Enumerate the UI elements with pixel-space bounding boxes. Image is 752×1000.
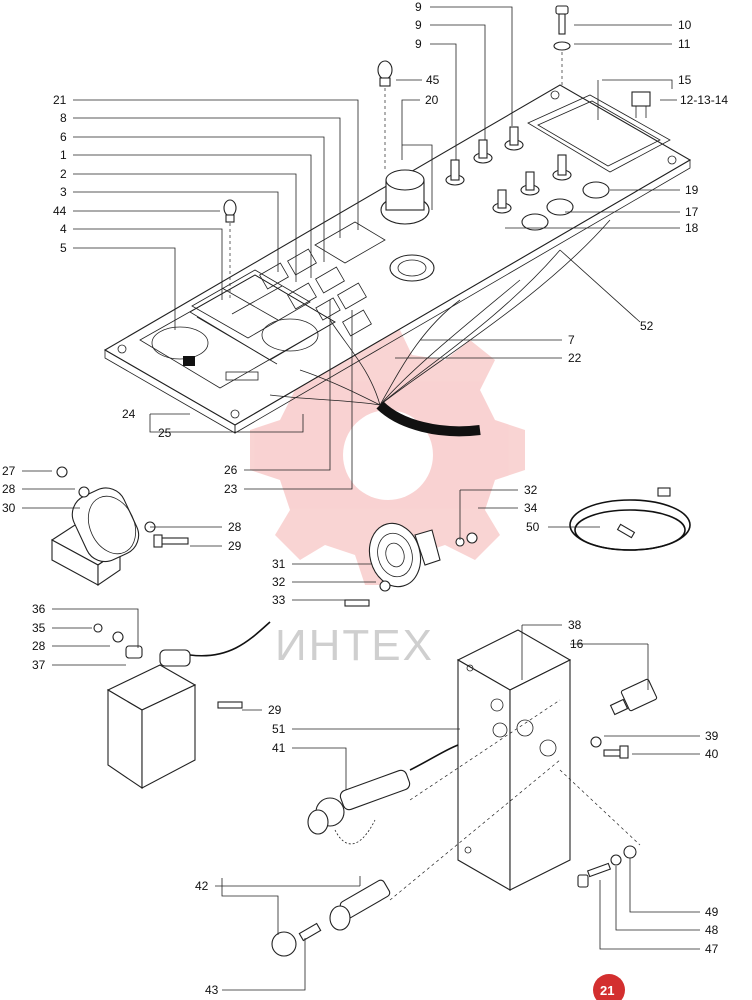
- callout-label: 37: [32, 658, 46, 672]
- toggle-switches: [445, 126, 572, 214]
- callout-label: 23: [224, 482, 238, 496]
- callout-labels: 9 9 9 10 11 45 15 12-13-14 21 8 6 1 2 3 …: [2, 0, 728, 997]
- plug-42: [271, 879, 391, 957]
- instrument-panel: [103, 84, 692, 437]
- page-number: 21: [600, 983, 614, 998]
- switch-16: [590, 678, 658, 759]
- callout-label: 32: [524, 483, 538, 497]
- callout-label: 4: [60, 222, 67, 236]
- cable-50: [569, 487, 691, 551]
- callout-label: 28: [32, 639, 46, 653]
- bulb-44: [223, 199, 237, 300]
- watermark-gear-logo: [250, 330, 525, 585]
- callout-label: 9: [415, 37, 422, 51]
- bulb-45: [377, 60, 393, 170]
- leader-lines: [22, 6, 700, 991]
- socket-41: [307, 744, 459, 845]
- callout-label: 6: [60, 130, 67, 144]
- bolt-47-set: [577, 845, 637, 888]
- callout-label: 9: [415, 0, 422, 14]
- control-module-37: [93, 621, 271, 790]
- callout-label: 45: [426, 73, 440, 87]
- callout-label: 34: [524, 501, 538, 515]
- callout-label: 20: [425, 93, 439, 107]
- buzzer-30: [50, 466, 189, 587]
- callout-label: 19: [685, 183, 699, 197]
- callout-label: 51: [272, 722, 286, 736]
- page-badge-circle: [593, 974, 625, 1000]
- wiring-harness: [269, 219, 611, 437]
- callout-label: 44: [53, 204, 67, 218]
- bracket-38: [389, 629, 641, 901]
- callout-label: 25: [158, 426, 172, 440]
- callout-label: 18: [685, 221, 699, 235]
- page-number-badge: 21: [593, 974, 625, 1000]
- callout-label: 42: [195, 879, 209, 893]
- callout-label: 21: [53, 93, 67, 107]
- callout-label: 50: [526, 520, 540, 534]
- callout-label: 27: [2, 464, 16, 478]
- callout-label: 5: [60, 241, 67, 255]
- horn-31: [344, 522, 478, 607]
- callout-label: 11: [678, 37, 691, 51]
- callout-label: 35: [32, 621, 46, 635]
- callout-label: 43: [205, 983, 219, 997]
- callout-label: 36: [32, 602, 46, 616]
- callout-label: 17: [685, 205, 699, 219]
- callout-label: 47: [705, 942, 719, 956]
- callout-label: 16: [570, 637, 584, 651]
- callout-label: 38: [568, 618, 582, 632]
- callout-label: 12-13-14: [680, 93, 728, 107]
- fuse-15: [631, 91, 651, 118]
- callout-label: 40: [705, 747, 719, 761]
- callout-label: 52: [640, 319, 654, 333]
- callout-label: 1: [60, 148, 67, 162]
- callout-label: 24: [122, 407, 136, 421]
- callout-label: 41: [272, 741, 286, 755]
- callout-label: 29: [228, 539, 242, 553]
- callout-label: 9: [415, 18, 422, 32]
- callout-label: 2: [60, 167, 67, 181]
- bolt-10: [553, 5, 571, 88]
- callout-label: 49: [705, 905, 719, 919]
- callout-label: 15: [678, 73, 692, 87]
- callout-label: 26: [224, 463, 238, 477]
- callout-label: 29: [268, 703, 282, 717]
- watermark-brand-text: ИНТЕХ: [275, 621, 434, 670]
- callout-label: 10: [678, 18, 692, 32]
- callout-label: 22: [568, 351, 582, 365]
- callout-label: 48: [705, 923, 719, 937]
- callout-label: 28: [2, 482, 16, 496]
- callout-label: 8: [60, 111, 67, 125]
- callout-label: 32: [272, 575, 286, 589]
- callout-label: 30: [2, 501, 16, 515]
- callout-label: 3: [60, 185, 67, 199]
- callout-label: 31: [272, 557, 286, 571]
- callout-label: 7: [568, 333, 575, 347]
- callout-label: 33: [272, 593, 286, 607]
- callout-label: 39: [705, 729, 719, 743]
- callout-label: 28: [228, 520, 242, 534]
